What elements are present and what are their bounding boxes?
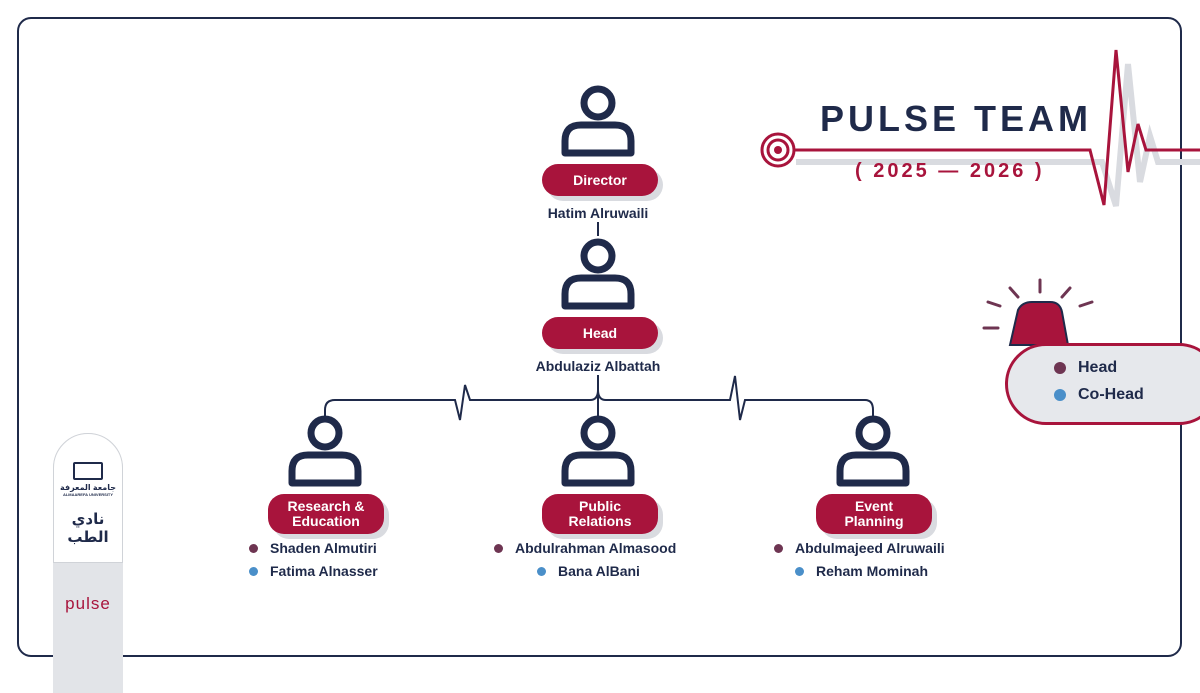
university-name-en: ALMAAREFA UNIVERSITY xyxy=(62,492,114,497)
head-role: Head xyxy=(542,317,658,349)
department-role-line2: Relations xyxy=(568,513,632,529)
head-dot-icon xyxy=(494,543,503,553)
cohead-dot-icon xyxy=(249,566,258,576)
legend: Head Co-Head xyxy=(1005,343,1200,425)
university-name-ar: جامعة المعرفة xyxy=(59,483,116,492)
department-role-public-relations: Public Relations xyxy=(542,494,658,534)
member-name: Abdulrahman Almasood xyxy=(515,540,677,556)
department-role-line1: Event xyxy=(854,498,894,514)
member-head: Abdulrahman Almasood xyxy=(494,540,676,556)
department-role-event-planning: Event Planning xyxy=(816,494,932,534)
pulse-logo: pulse xyxy=(65,594,111,613)
person-icon xyxy=(840,419,906,483)
siren-icon xyxy=(982,278,1094,346)
department-role-line1: Public xyxy=(578,498,621,514)
member-name: Shaden Almutiri xyxy=(270,540,377,556)
member-cohead: Reham Mominah xyxy=(795,563,928,579)
book-icon xyxy=(73,462,103,480)
member-head: Shaden Almutiri xyxy=(249,540,377,556)
department-role-line2: Education xyxy=(292,513,360,529)
member-name: Fatima Alnasser xyxy=(270,563,378,579)
department-role-research: Research & Education xyxy=(268,494,384,534)
department-role-line2: Planning xyxy=(844,513,904,529)
connector-right xyxy=(597,375,874,421)
legend-head: Head xyxy=(1054,359,1117,377)
legend-head-label: Head xyxy=(1078,359,1118,376)
years-label: ( 2025 — 2026 ) xyxy=(855,160,1045,182)
person-icon xyxy=(565,89,631,153)
page-frame xyxy=(17,17,1182,657)
director-role: Director xyxy=(542,164,658,196)
member-cohead: Bana AlBani xyxy=(537,563,640,579)
heartbeat-icon xyxy=(790,49,1200,207)
member-cohead: Fatima Alnasser xyxy=(249,563,378,579)
director-name: Hatim Alruwaili xyxy=(547,205,649,221)
member-name: Bana AlBani xyxy=(558,563,640,579)
member-name: Abdulmajeed Alruwaili xyxy=(795,540,945,556)
head-dot-icon xyxy=(774,543,783,553)
legend-cohead-label: Co-Head xyxy=(1078,386,1144,403)
university-logo: جامعة المعرفة ALMAAREFA UNIVERSITY xyxy=(58,462,118,497)
head-dot-icon xyxy=(249,543,258,553)
person-icon xyxy=(292,419,358,483)
diagram-graphics xyxy=(0,49,1200,675)
head-dot-icon xyxy=(1054,362,1066,374)
sidebar-logo-panel xyxy=(53,433,123,563)
legend-cohead: Co-Head xyxy=(1054,386,1144,404)
cohead-dot-icon xyxy=(795,566,804,576)
cohead-dot-icon xyxy=(1054,389,1066,401)
person-icon xyxy=(565,242,631,306)
page-title: PULSE TEAM xyxy=(820,98,1093,139)
department-role-line1: Research & xyxy=(287,498,365,514)
member-name: Reham Mominah xyxy=(816,563,929,579)
connector-left xyxy=(324,375,599,421)
head-name: Abdulaziz Albattah xyxy=(535,358,661,374)
member-head: Abdulmajeed Alruwaili xyxy=(774,540,945,556)
cohead-dot-icon xyxy=(537,566,546,576)
club-logo: نادي الطب xyxy=(67,511,109,546)
person-icon xyxy=(565,419,631,483)
target-icon xyxy=(760,132,796,168)
